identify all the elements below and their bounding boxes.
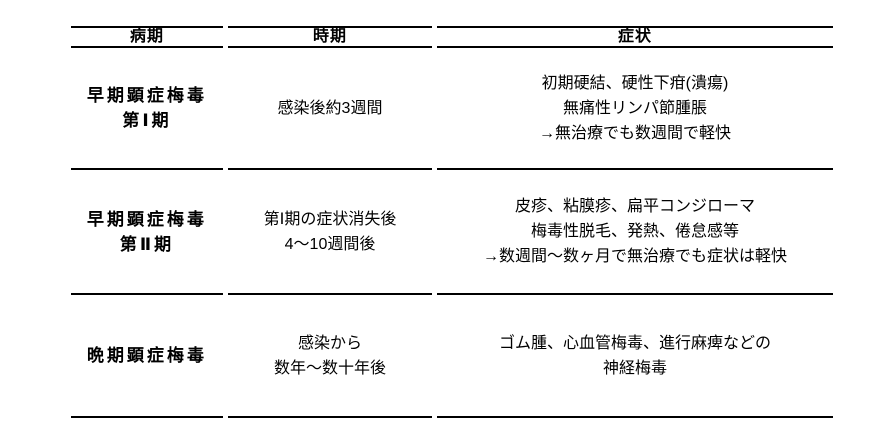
text-line: →数週間～数ヶ月で無治療でも症状は軽快	[482, 248, 787, 265]
text-line: 第Ⅰ期の症状消失後	[263, 210, 397, 228]
text-line: 第Ⅰ期	[122, 111, 172, 130]
text-line: 早期顕症梅毒	[87, 86, 207, 105]
text-line: 無痛性リンパ節腫脹	[562, 99, 707, 117]
header-label: 時期	[312, 28, 347, 45]
timing-cell-row2: 第Ⅰ期の症状消失後 4～10週間後	[228, 170, 432, 295]
header-cell-timing: 時期	[228, 26, 432, 48]
text-line: 初期硬結、硬性下疳(潰瘍)	[541, 74, 729, 92]
header-cell-symptoms: 症状	[437, 26, 833, 48]
text-line: 晩期顕症梅毒	[87, 346, 207, 365]
syphilis-stage-table: 病期 時期 症状 早期顕症梅毒 第Ⅰ期 感染後約3週間 初期硬結、硬性下疳(潰瘍…	[71, 26, 833, 418]
timing-cell-row1: 感染後約3週間	[228, 48, 432, 170]
text-line: →無治療でも数週間で軽快	[538, 124, 731, 142]
text-line: 早期顕症梅毒	[87, 209, 207, 229]
text-line: 皮疹、粘膜疹、扁平コンジローマ	[514, 198, 755, 215]
stage-cell-row3: 晩期顕症梅毒	[71, 295, 223, 418]
header-cell-stage: 病期	[71, 26, 223, 48]
text-line: 数年～数十年後	[273, 359, 386, 377]
header-label: 症状	[617, 28, 652, 45]
symptoms-cell-row2: 皮疹、粘膜疹、扁平コンジローマ 梅毒性脱毛、発熱、倦怠感等 →数週間～数ヶ月で無…	[437, 170, 833, 295]
text-line: 感染から	[297, 334, 362, 352]
text-line: 第Ⅱ期	[119, 234, 175, 254]
stage-cell-row2: 早期顕症梅毒 第Ⅱ期	[71, 170, 223, 295]
text-line: ゴム腫、心血管梅毒、進行麻痺などの	[498, 334, 771, 352]
text-line: 梅毒性脱毛、発熱、倦怠感等	[530, 223, 739, 240]
timing-cell-row3: 感染から 数年～数十年後	[228, 295, 432, 418]
text-line: 神経梅毒	[602, 359, 667, 377]
symptoms-cell-row3: ゴム腫、心血管梅毒、進行麻痺などの 神経梅毒	[437, 295, 833, 418]
stage-cell-row1: 早期顕症梅毒 第Ⅰ期	[71, 48, 223, 170]
text-line: 4～10週間後	[284, 235, 376, 253]
header-label: 病期	[129, 28, 164, 45]
text-line: 感染後約3週間	[277, 99, 383, 117]
symptoms-cell-row1: 初期硬結、硬性下疳(潰瘍) 無痛性リンパ節腫脹 →無治療でも数週間で軽快	[437, 48, 833, 170]
